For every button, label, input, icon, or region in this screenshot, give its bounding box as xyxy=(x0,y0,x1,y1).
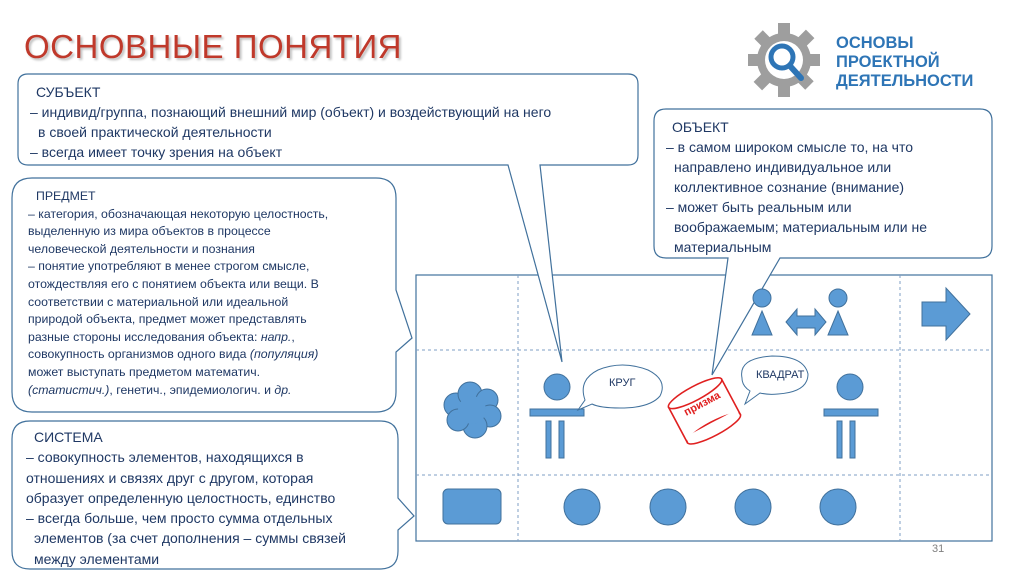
person-icon-left xyxy=(751,288,773,336)
double-arrow-icon xyxy=(785,307,827,337)
system-line-2: отношениях и связях друг с другом, котор… xyxy=(26,469,314,486)
predmet-text: ПРЕДМЕТ – категория, обозначающая некото… xyxy=(28,188,328,399)
page-number: 31 xyxy=(932,543,945,555)
circle-shape-4 xyxy=(819,488,857,526)
subject-line-2: в своей практической деятельности xyxy=(38,124,272,140)
circle-shape-3 xyxy=(734,488,772,526)
predmet-line-11a: (статистич.) xyxy=(28,382,110,397)
circle-label: КРУГ xyxy=(609,377,636,389)
predmet-line-9: совокупность организмов одного вида (поп… xyxy=(28,346,328,364)
gear-magnifier-logo-icon xyxy=(748,23,820,97)
object-line-6: материальным xyxy=(674,239,772,255)
grid-frame xyxy=(415,274,993,542)
predmet-callout xyxy=(11,177,413,413)
system-line-4: – всегда больше, чем просто сумма отдель… xyxy=(26,510,333,527)
predmet-line-5: отождествляя его с понятием объекта или … xyxy=(28,276,319,291)
system-line-3: образует определенную целостность, единс… xyxy=(26,489,336,506)
logo-line-1: ОСНОВЫ xyxy=(836,34,914,52)
predmet-line-11b: , генетич., эпидемиологич. и xyxy=(109,382,275,397)
subject-text: СУБЪЕКТ – индивид/группа, познающий внеш… xyxy=(30,82,551,162)
subject-callout xyxy=(17,73,639,363)
system-line-1: – совокупность элементов, находящихся в xyxy=(26,449,304,466)
predmet-line-7: природой объекта, предмет может представ… xyxy=(28,312,307,327)
object-text: ОБЪЕКТ – в самом широком смысле то, на ч… xyxy=(666,117,927,257)
system-callout xyxy=(11,420,415,570)
rectangle-shape xyxy=(442,488,502,525)
observer-figure-left xyxy=(529,373,585,459)
logo-line-2: ПРОЕКТНОЙ xyxy=(836,53,940,71)
object-line-2: направлено индивидуальное или xyxy=(674,159,892,175)
object-line-1: – в самом широком смысле то, на что xyxy=(666,139,914,155)
circle-shape-2 xyxy=(649,488,687,526)
predmet-line-4: – понятие употребляют в менее строгом см… xyxy=(28,259,310,274)
square-label: КВАДРАТ xyxy=(756,369,805,381)
predmet-line-2: выделенную из мира объектов в процессе xyxy=(28,224,271,239)
subject-line-3: – всегда имеет точку зрения на объект xyxy=(30,144,283,160)
circle-speech-bubble xyxy=(576,364,663,412)
system-line-5: элементов (за счет дополнения – суммы св… xyxy=(34,530,346,547)
circle-shape-1 xyxy=(563,488,601,526)
predmet-line-8: разные стороны исследования объекта: нап… xyxy=(28,329,328,347)
object-heading: ОБЪЕКТ xyxy=(672,119,729,135)
predmet-line-3: человеческой деятельности и познания xyxy=(28,241,255,256)
predmet-heading: ПРЕДМЕТ xyxy=(36,189,96,203)
predmet-line-9b: (популяция) xyxy=(249,347,319,362)
prism-icon xyxy=(667,377,742,445)
predmet-line-8c: , xyxy=(291,329,295,344)
object-line-3: коллективное сознание (внимание) xyxy=(674,179,905,195)
predmet-line-11c: др. xyxy=(274,382,292,397)
object-line-5: воображаемым; материальным или не xyxy=(674,219,927,235)
predmet-line-11: (статистич.), генетич., эпидемиологич. и… xyxy=(28,382,328,400)
predmet-line-10: может выступать предметом математич. xyxy=(28,364,261,379)
subject-line-1: – индивид/группа, познающий внешний мир … xyxy=(30,104,552,120)
slide-title: ОСНОВНЫЕ ПОНЯТИЯ xyxy=(24,28,402,65)
predmet-line-8b: напр. xyxy=(260,329,292,344)
subject-heading: СУБЪЕКТ xyxy=(36,84,101,100)
square-speech-bubble xyxy=(741,355,809,406)
predmet-line-6: соответствии с материальной или идеально… xyxy=(28,294,289,309)
right-arrow-icon xyxy=(921,286,971,342)
course-logo-text: ОСНОВЫ ПРОЕКТНОЙ ДЕЯТЕЛЬНОСТИ xyxy=(836,34,973,91)
logo-line-3: ДЕЯТЕЛЬНОСТИ xyxy=(836,72,974,90)
predmet-line-8a: разные стороны исследования объекта: xyxy=(28,329,261,344)
object-line-4: – может быть реальным или xyxy=(666,199,852,215)
cloud-icon xyxy=(443,381,502,439)
predmet-line-1: – категория, обозначающая некоторую цело… xyxy=(28,206,329,221)
system-text: СИСТЕМА – совокупность элементов, находя… xyxy=(26,427,346,569)
person-icon-right xyxy=(827,288,849,336)
predmet-line-9a: совокупность организмов одного вида xyxy=(28,347,250,362)
system-line-6: между элементами xyxy=(34,550,160,567)
object-callout xyxy=(653,108,993,376)
observer-figure-right xyxy=(823,373,879,459)
system-heading: СИСТЕМА xyxy=(34,429,103,445)
